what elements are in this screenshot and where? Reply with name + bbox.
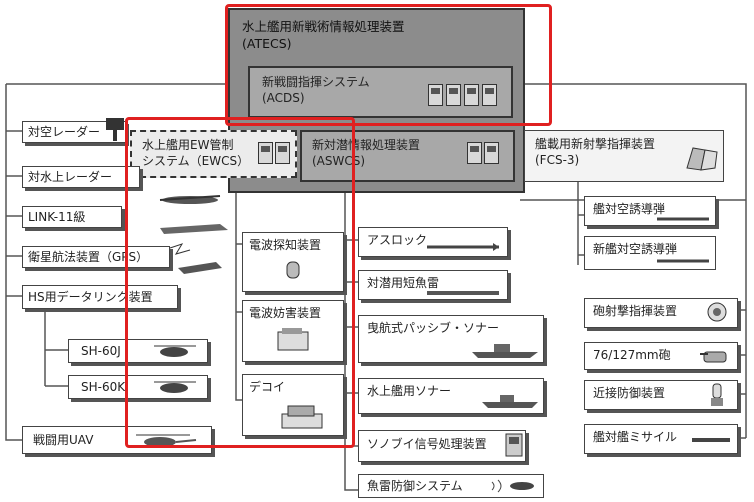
- asw-item-asroc: アスロック: [358, 227, 508, 257]
- helicopter-icon: [154, 345, 196, 357]
- atecs-abbr: (ATECS): [242, 36, 292, 51]
- missile-icon: [657, 259, 709, 263]
- ciws-icon: [711, 383, 723, 406]
- detector-icon: [286, 261, 300, 279]
- aswcs-console-icon: [467, 140, 507, 168]
- missile-icon: [692, 438, 730, 442]
- jammer-icon: [277, 328, 309, 351]
- fcs-item-new-sam: 新艦対空誘導弾: [584, 236, 716, 270]
- atecs-title: 水上艦用新戦術情報処理装置: [242, 19, 405, 34]
- ship-icon: [472, 344, 538, 358]
- uav-box: 戦闘用UAV: [22, 426, 212, 454]
- missile-icon: [657, 217, 709, 221]
- console-icon: [505, 433, 523, 457]
- left-item-gps: 衛星航法装置（GPS）: [22, 246, 170, 268]
- ewcs-title: 水上艦用EW管制: [142, 138, 234, 152]
- left-item-air-radar: 対空レーダー: [22, 121, 126, 143]
- ewcs-abbr: システム（EWCS）: [142, 154, 250, 168]
- uav-helicopter-icon: [136, 434, 197, 447]
- gun-item-ciws: 近接防御装置: [584, 380, 738, 410]
- helicopter-icon: [154, 381, 196, 393]
- decoy-signal-icon: [491, 479, 534, 493]
- aswcs-abbr: (ASWCS): [312, 154, 366, 168]
- fcs3-title: 艦載用新射撃指揮装置: [535, 137, 656, 151]
- radar-array-icon: [686, 147, 718, 171]
- acds-abbr: (ACDS): [262, 91, 305, 105]
- decoy-launcher-icon: [281, 405, 323, 429]
- ship-icon: [482, 395, 538, 408]
- radar-tower-icon: [106, 118, 124, 141]
- asw-item-sonobuoy: ソノブイ信号処理装置: [358, 430, 526, 462]
- fcs3-abbr: (FCS-3): [535, 153, 580, 167]
- left-item-surface-radar: 対水上レーダー: [22, 166, 140, 188]
- fcs-item-sam: 艦対空誘導弾: [584, 196, 716, 226]
- left-item-hs-datalink: HS用データリンク装置: [22, 285, 178, 309]
- gun-turret-icon: [700, 351, 727, 363]
- torpedo-icon: [427, 291, 499, 295]
- acds-console-icon: [428, 76, 498, 110]
- acds-title: 新戦闘指揮システム: [262, 75, 370, 89]
- ewcs-console-icon: [258, 140, 294, 166]
- aswcs-title: 新対潜情報処理装置: [312, 138, 421, 152]
- missile-icon: [427, 243, 499, 251]
- director-icon: [707, 302, 727, 322]
- aircraft-illustrations: [159, 195, 228, 274]
- gun-item-gfcs: 砲射撃指揮装置: [584, 298, 738, 328]
- left-item-link11: LINK-11級: [22, 206, 122, 228]
